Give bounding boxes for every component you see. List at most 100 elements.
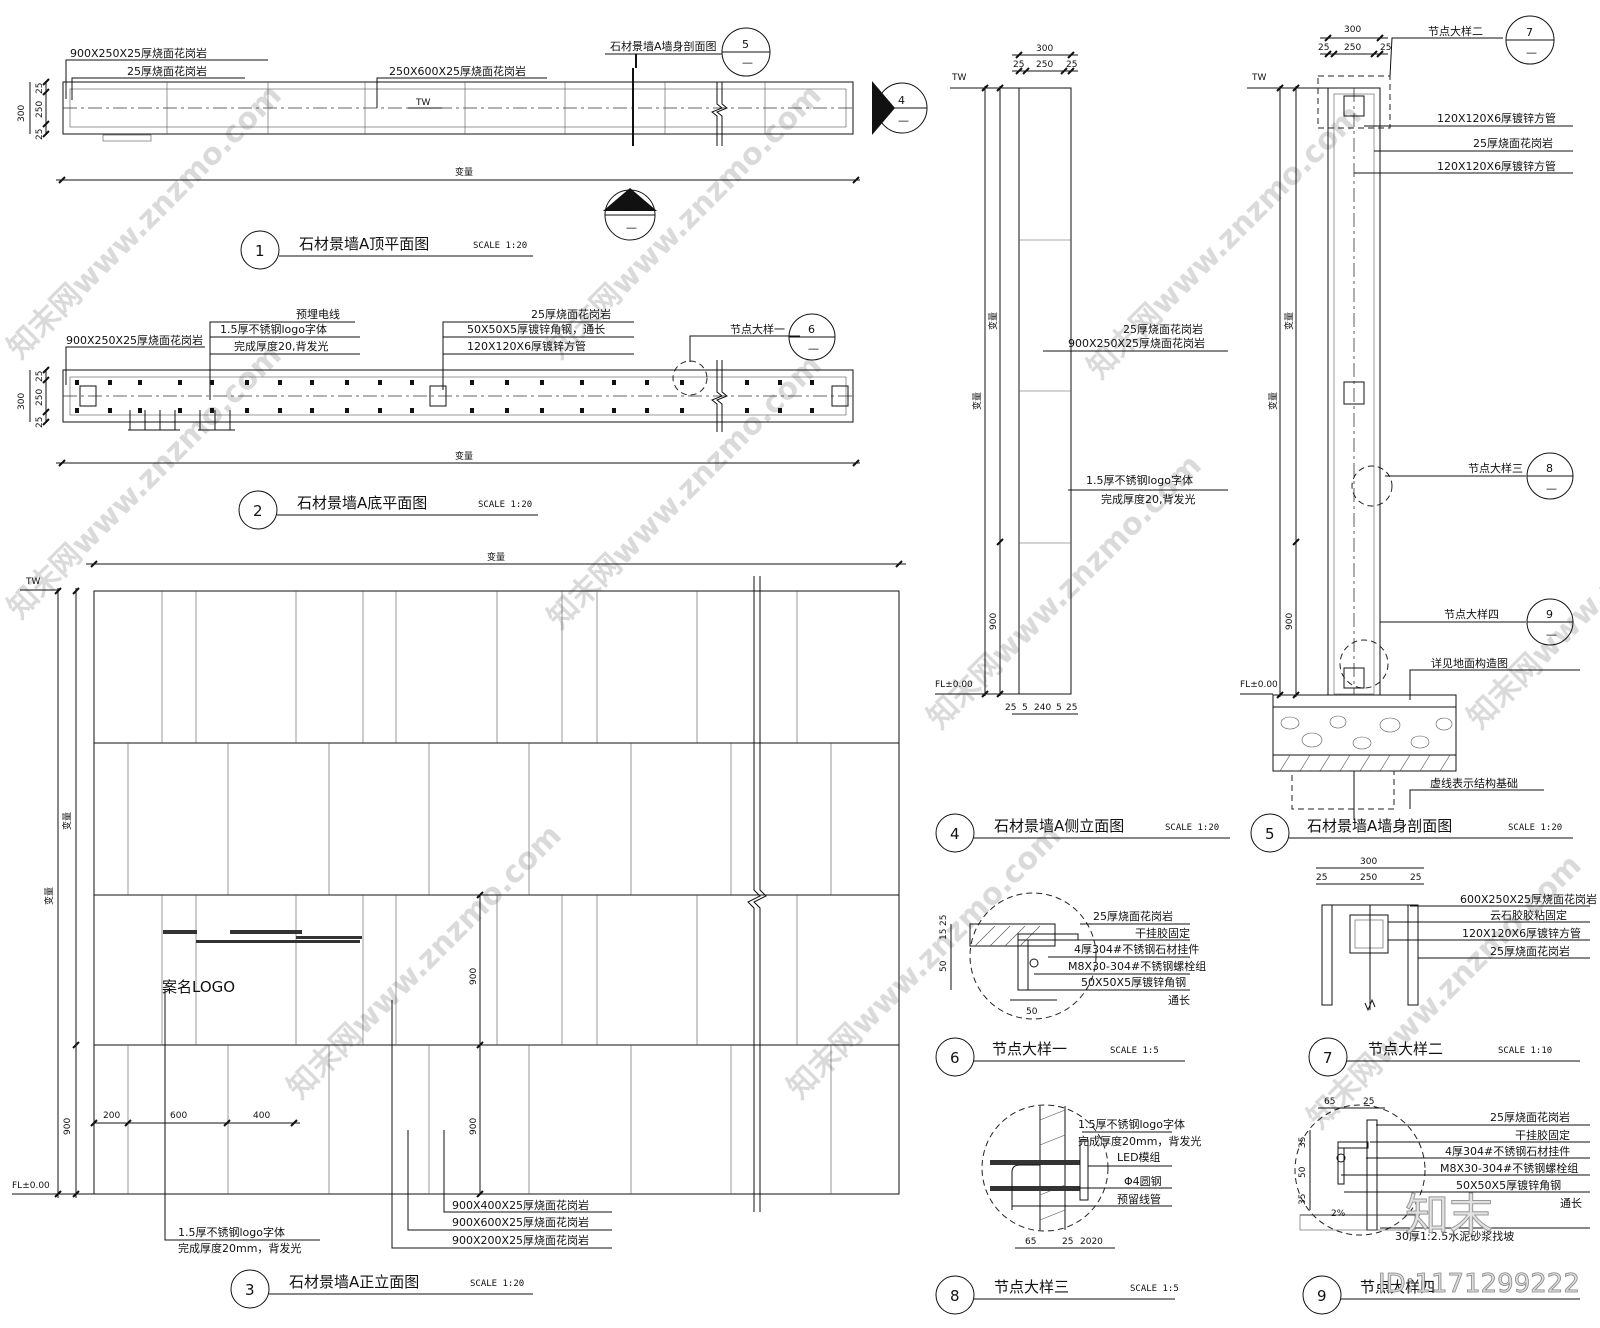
view-number: 3: [245, 1281, 255, 1299]
wire-conduits: [128, 410, 235, 431]
dim-25: 25: [1318, 43, 1329, 53]
label-n7-2: 云石胶胶粘固定: [1490, 908, 1567, 922]
view-9-node-detail-4: 65 25 35 50 35 2% 25厚烧面花岗岩 干挂胶固定 4厚304#不…: [1294, 1097, 1590, 1315]
label-n9-5: 50X50X5厚镀锌角钢: [1456, 1178, 1561, 1192]
label-n9-3: 4厚304#不锈钢石材挂件: [1445, 1144, 1570, 1158]
view-5-wall-section: TW 变量 变量 900 FL±0.00 300 250 25 25 节点大样二…: [1240, 15, 1580, 853]
dim-25: 25: [1062, 1237, 1073, 1247]
ref-7-num: 7: [1526, 26, 1533, 39]
dim-300: 300: [1344, 25, 1361, 35]
view-3-front-elevation: 案名LOGO 变量 TW 变量 变量 900 FL±0.00 900 900 2…: [12, 551, 906, 1309]
label-node1: 节点大样一: [730, 322, 785, 336]
label-n9-1: 25厚烧面花岗岩: [1490, 1110, 1570, 1124]
label-slope: 2%: [1331, 1209, 1346, 1219]
view-number-circle: [935, 813, 975, 853]
view-number-circle: [238, 490, 278, 530]
ref-4-num: 4: [898, 94, 905, 107]
label-n9-2: 干挂胶固定: [1515, 1128, 1570, 1142]
label-n6-6: 通长: [1168, 994, 1190, 1007]
ref-7-sheet: —: [1526, 46, 1537, 59]
label-900x250: 900X250X25厚烧面花岗岩: [1068, 336, 1205, 350]
dim-250: 250: [1036, 60, 1053, 70]
dim-300: 300: [1360, 857, 1377, 867]
view-scale: SCALE 1:20: [1165, 823, 1219, 833]
label-n8-3: LED模组: [1117, 1150, 1161, 1164]
view-7-node-detail-2: 300 250 25 25 600X250X25厚烧面花岗岩 云石胶胶粘固定 1…: [1308, 857, 1597, 1077]
view-number: 4: [950, 825, 960, 843]
dim-240: 240: [1034, 703, 1051, 713]
stone-joints-row2: [127, 743, 832, 895]
dim-35: 35: [1298, 1137, 1308, 1148]
ref-3-sheet: —: [626, 221, 637, 234]
watermark-text: 知末网www.znzmo.com: [1301, 848, 1589, 1136]
label-n7-1: 600X250X25厚烧面花岗岩: [1460, 892, 1597, 906]
label-logo1: 1.5厚不锈钢logo字体: [220, 322, 327, 336]
view-title: 节点大样三: [994, 1278, 1069, 1296]
label-n6-1: 25厚烧面花岗岩: [1093, 909, 1173, 923]
dim-bianliang: 变量: [1267, 392, 1279, 410]
label-ground-ref: 详见地面构造图: [1431, 656, 1508, 670]
view-1-top-plan: 300 250 25 25 变量 900X250X25厚烧面花岗岩 25厚烧面花…: [17, 27, 928, 270]
view-title: 节点大样二: [1368, 1040, 1443, 1058]
view-title: 石材景墙A侧立面图: [994, 817, 1124, 835]
label-square-tube: 120X120X6厚镀锌方管: [1437, 159, 1556, 173]
dim-15: 15: [939, 929, 949, 940]
dim-bianliang: 变量: [61, 812, 73, 830]
label-900x200: 900X200X25厚烧面花岗岩: [452, 1233, 589, 1247]
ref-6-sheet: —: [808, 342, 819, 355]
label-square-tube: 120X120X6厚镀锌方管: [467, 339, 586, 353]
dim-900: 900: [469, 1118, 479, 1135]
label-logo2: 完成厚度20,背发光: [234, 339, 329, 353]
stone-joints-row3: [161, 895, 798, 1045]
fl-label: FL±0.00: [12, 1181, 50, 1191]
view-number-circle: [1308, 1037, 1348, 1077]
label-n8-2: 完成厚度20mm，背发光: [1078, 1134, 1201, 1148]
view-title: 石材景墙A顶平面图: [299, 235, 429, 253]
dim-25: 25: [1013, 60, 1024, 70]
label-250x600: 250X600X25厚烧面花岗岩: [389, 64, 526, 78]
view-scale: SCALE 1:20: [478, 500, 532, 510]
label-n7-4: 25厚烧面花岗岩: [1490, 944, 1570, 958]
view-2-bottom-plan: 300 250 25 25 变量 900X250X25厚烧面花岗岩 预埋电线 1…: [17, 307, 860, 530]
dim-25: 25: [1380, 43, 1391, 53]
dim-300: 300: [17, 105, 27, 122]
watermark-text: 知末网www.znzmo.com: [541, 348, 829, 636]
label-n8-1: 1.5厚不锈钢logo字体: [1078, 1117, 1185, 1131]
dim-25: 25: [1005, 703, 1016, 713]
label-logo2: 完成厚度20mm，背发光: [178, 1241, 301, 1255]
detail-callout-circle: [672, 360, 708, 396]
logo-letters: [163, 930, 362, 943]
label-n9-7: 30厚1:2.5水泥砂浆找坡: [1395, 1229, 1514, 1243]
label-angle-steel: 50X50X5厚镀锌角钢，通长: [467, 322, 605, 336]
label-n6-2: 干挂胶固定: [1135, 926, 1190, 940]
dim-50: 50: [1026, 1007, 1038, 1017]
dim-bianliang: 变量: [43, 887, 55, 905]
tw-label: TW: [25, 577, 40, 587]
tw-label: TW: [1251, 73, 1266, 83]
label-n7-3: 120X120X6厚镀锌方管: [1462, 926, 1581, 940]
ref-8-num: 8: [1546, 462, 1553, 475]
stone-joints-row1: [161, 591, 798, 743]
dim-25: 25: [35, 371, 45, 382]
dim-65: 65: [1324, 1097, 1335, 1107]
label-n8-4: Φ4圆钢: [1124, 1175, 1162, 1188]
dim-900: 900: [989, 613, 999, 630]
fl-label: FL±0.00: [1240, 680, 1278, 690]
view-title: 石材景墙A底平面图: [297, 494, 427, 512]
label-25-granite: 25厚烧面花岗岩: [127, 64, 207, 78]
dim-bianliang: 变量: [971, 392, 983, 410]
view-number: 7: [1323, 1049, 1333, 1067]
dim-25: 25: [1410, 873, 1421, 883]
dim-2020: 2020: [1080, 1237, 1103, 1247]
brand-id-text: ID:1171299222: [1378, 1269, 1580, 1299]
dim-25: 25: [35, 417, 45, 428]
ref-3-num: 3: [626, 201, 633, 214]
dim-250: 250: [1344, 43, 1361, 53]
ref-9-num: 9: [1546, 608, 1553, 621]
dim-25: 25: [35, 83, 45, 94]
view-scale: SCALE 1:5: [1130, 1284, 1179, 1294]
dim-65: 65: [1025, 1237, 1036, 1247]
label-n6-4: M8X30-304#不锈钢螺栓组: [1068, 959, 1206, 973]
view-6-node-detail-1: 50 15 25 50 25厚烧面花岗岩 干挂胶固定 4厚304#不锈钢石材挂件…: [935, 892, 1206, 1077]
